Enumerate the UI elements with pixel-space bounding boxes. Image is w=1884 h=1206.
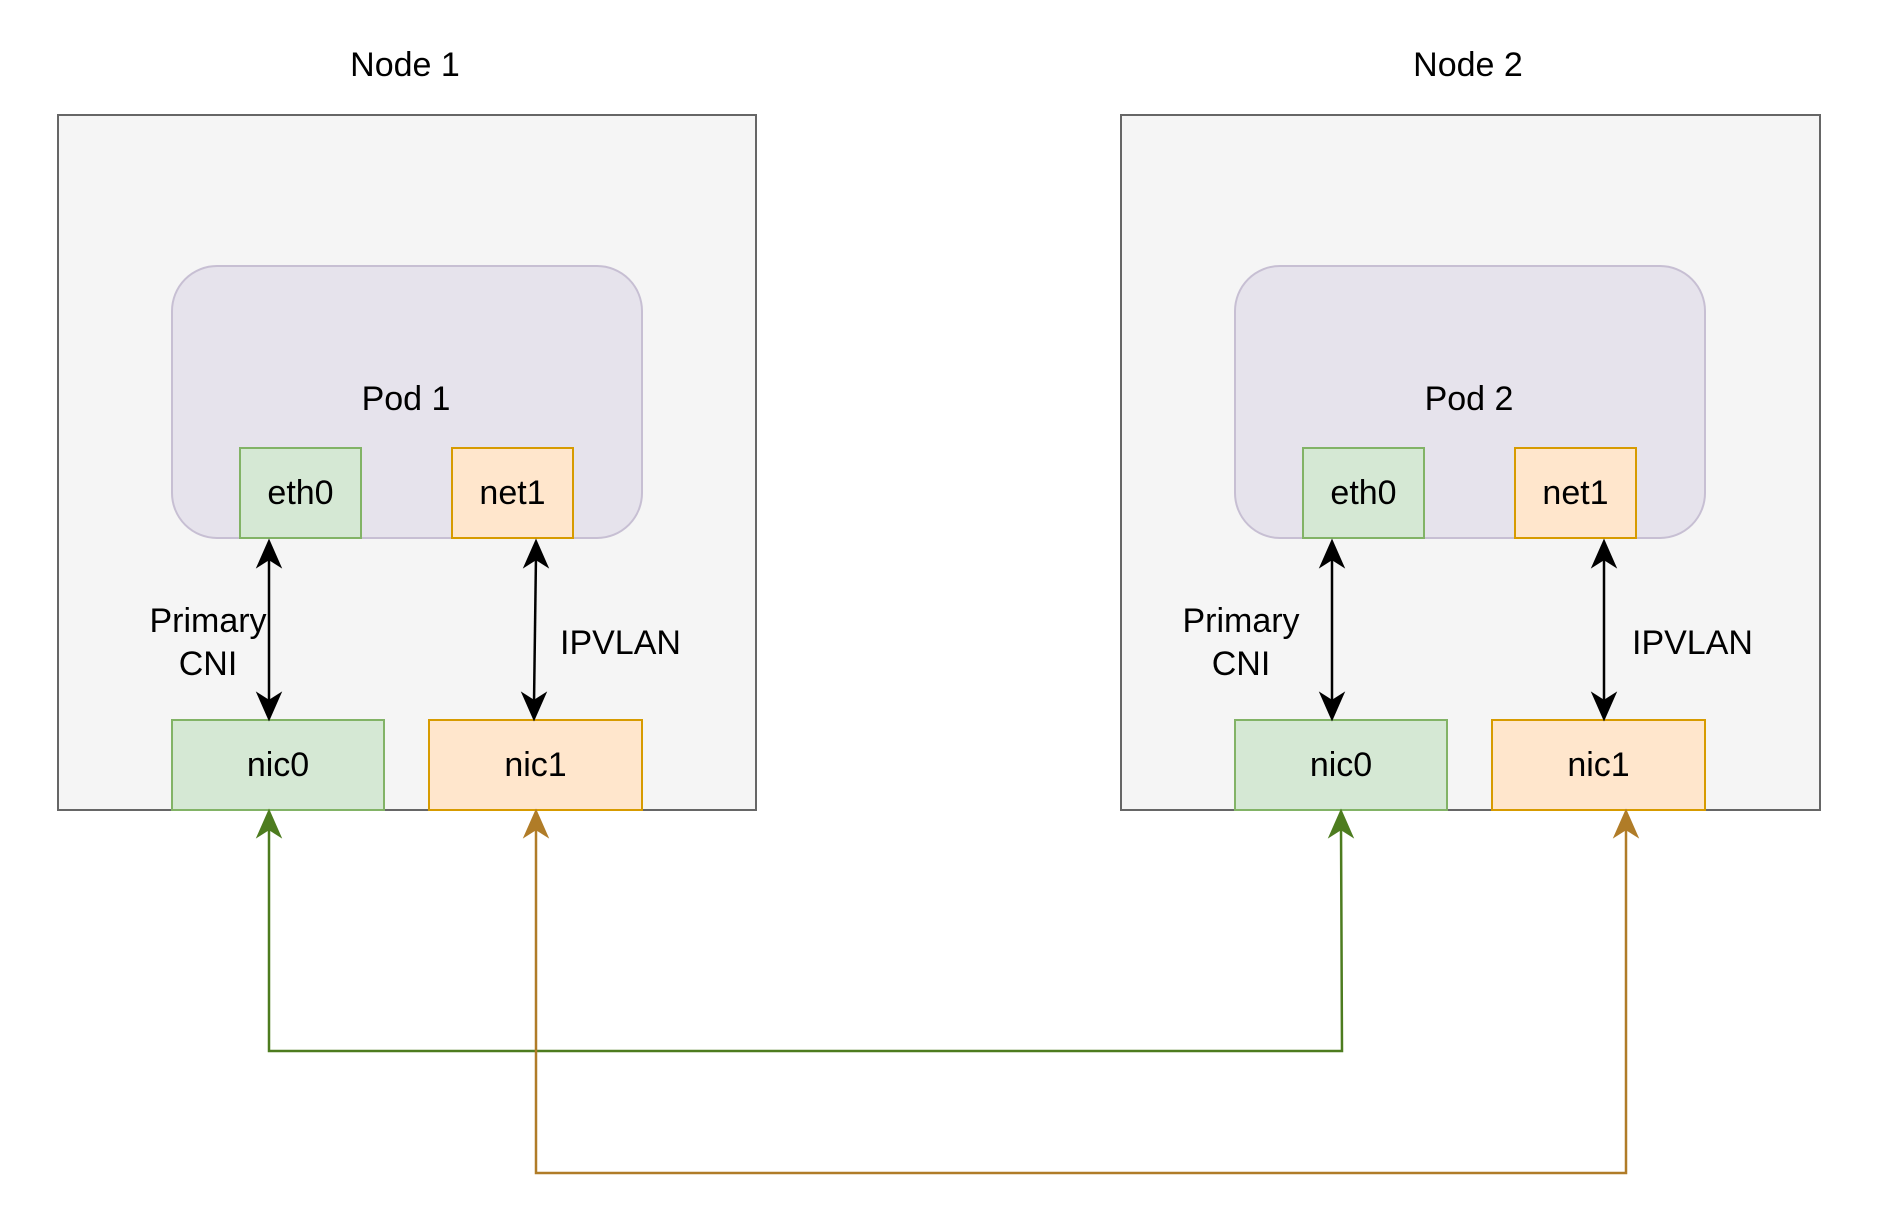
node-1-title: Node 1 — [350, 46, 460, 84]
node-2-nic0: nic0 — [1234, 719, 1448, 811]
node-1-ipvlan-label: IPVLAN — [560, 624, 681, 662]
primary-network-wire — [255, 808, 1355, 1053]
node-2-eth0-interface: eth0 — [1302, 447, 1425, 539]
node-1-nic0: nic0 — [171, 719, 385, 811]
node-2-net1-interface: net1 — [1514, 447, 1637, 539]
ipvlan-network-wire — [522, 808, 1640, 1175]
node-2-title: Node 2 — [1413, 46, 1523, 84]
node-2-nic1: nic1 — [1491, 719, 1706, 811]
node-1-nic1: nic1 — [428, 719, 643, 811]
node-2-ipvlan-label: IPVLAN — [1632, 624, 1753, 662]
node-1-eth0-interface: eth0 — [239, 447, 362, 539]
pod-2-title: Pod 2 — [1424, 380, 1514, 418]
pod-1-title: Pod 1 — [361, 380, 451, 418]
node-1-net1-interface: net1 — [451, 447, 574, 539]
